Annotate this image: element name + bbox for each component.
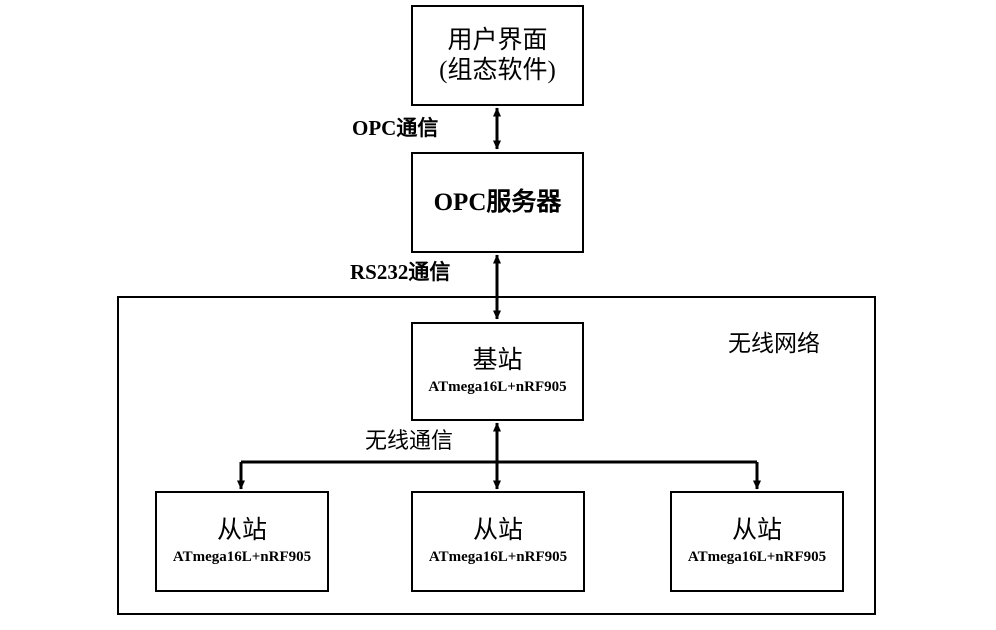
node-slave-3-chipset: ATmega16L+nRF905: [687, 548, 827, 565]
edge-label-wireless: 无线通信: [365, 428, 454, 453]
node-user-interface-line2: (组态软件): [439, 56, 556, 84]
node-slave-2-chipset: ATmega16L+nRF905: [428, 548, 568, 565]
node-base-station[interactable]: 基站 ATmega16L+nRF905: [411, 322, 584, 421]
node-slave-1[interactable]: 从站 ATmega16L+nRF905: [155, 491, 329, 592]
edge-label-rs232: RS232通信: [350, 260, 451, 284]
node-slave-1-label: 从站: [216, 517, 267, 545]
node-slave-3[interactable]: 从站 ATmega16L+nRF905: [670, 491, 844, 592]
node-base-station-chipset: ATmega16L+nRF905: [428, 378, 567, 395]
node-user-interface-line1: 用户界面: [447, 27, 548, 54]
node-opc-server-label: OPC服务器: [433, 188, 562, 216]
node-user-interface[interactable]: 用户界面 (组态软件): [411, 5, 584, 106]
node-base-station-label: 基站: [472, 347, 523, 375]
node-slave-1-chipset: ATmega16L+nRF905: [172, 548, 312, 565]
node-slave-2-label: 从站: [472, 517, 523, 545]
edge-label-opc: OPC通信: [352, 116, 439, 140]
wireless-network-label: 无线网络: [728, 331, 820, 356]
node-slave-2[interactable]: 从站 ATmega16L+nRF905: [411, 491, 585, 592]
node-slave-3-label: 从站: [731, 517, 782, 545]
node-opc-server[interactable]: OPC服务器: [411, 152, 584, 253]
